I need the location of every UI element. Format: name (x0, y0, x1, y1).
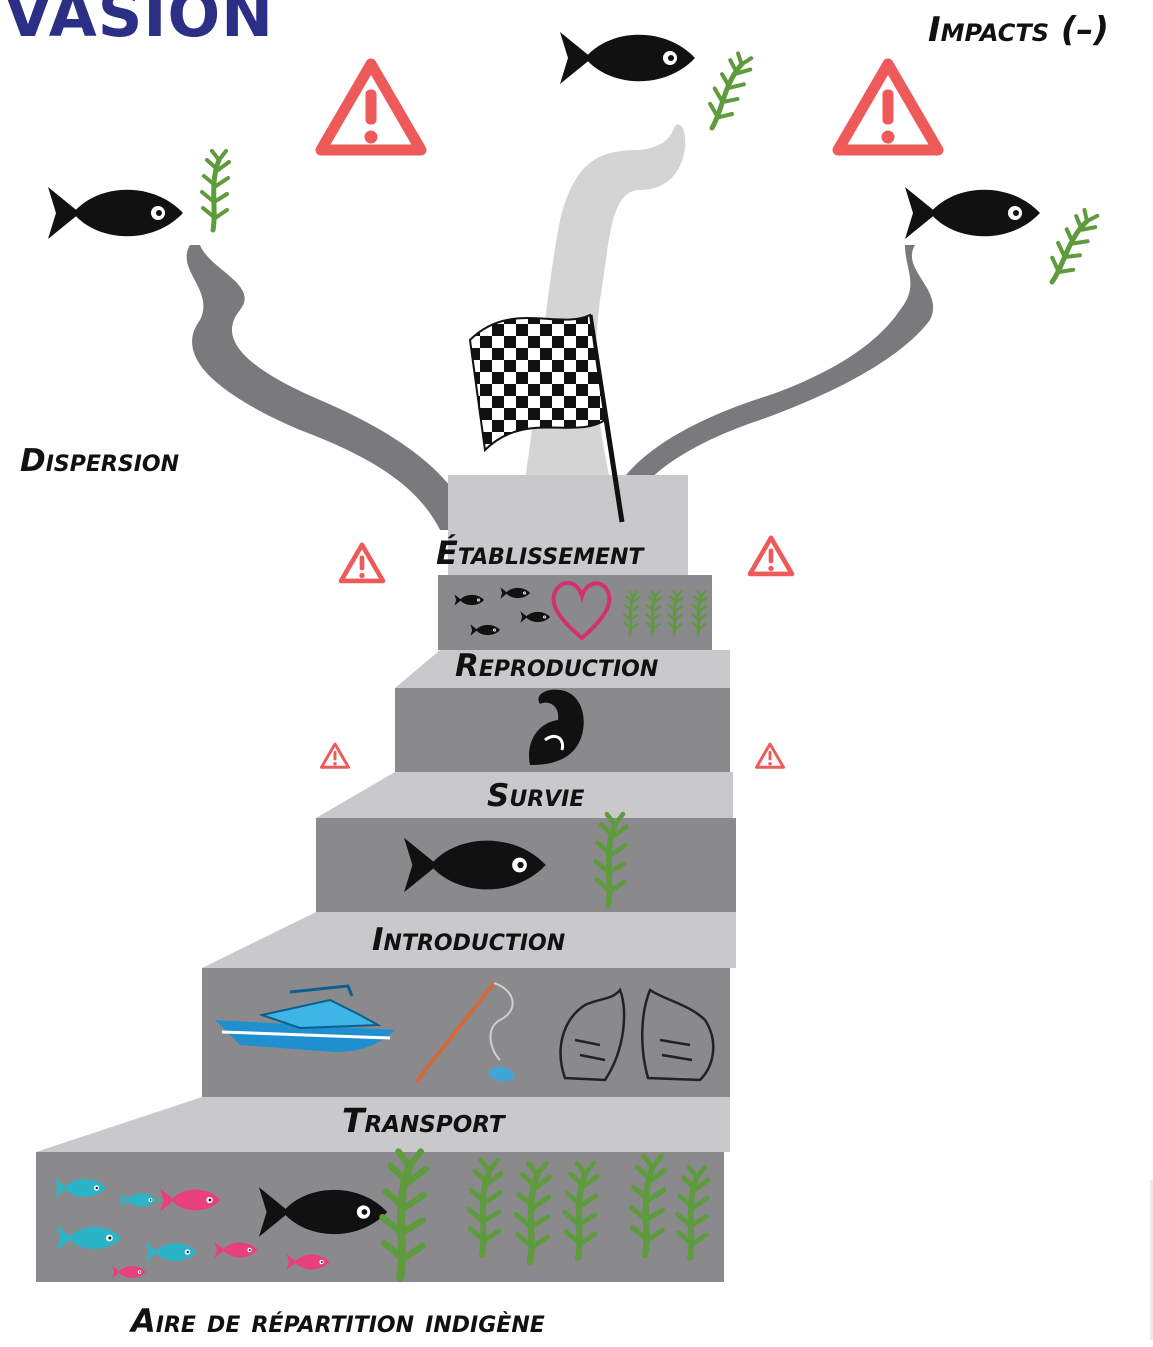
plant-icon (1042, 206, 1100, 289)
label-transport: Transport (342, 1101, 505, 1140)
tread-introduction (202, 912, 736, 968)
warning-icon (750, 538, 792, 574)
fish-icon (905, 187, 1040, 239)
warning-icon (321, 64, 421, 150)
heart-icon (551, 580, 612, 641)
plant-icon (202, 151, 229, 230)
warning-icon (755, 742, 785, 769)
right-branch (610, 245, 934, 500)
hands-icon (559, 987, 715, 1082)
left-branch (186, 245, 475, 530)
step-top-face (448, 475, 688, 575)
fish-icon (560, 32, 695, 84)
warning-icon (838, 64, 938, 150)
label-impacts: Impacts (–) (928, 10, 1109, 50)
page-title: VASION (4, 0, 275, 51)
flexed-arm-icon (529, 689, 584, 765)
label-aire-indigene: Aire de répartition indigène (131, 1302, 545, 1340)
tread-transport (36, 1097, 730, 1152)
boat-icon (215, 984, 395, 1052)
fish-icon (48, 187, 183, 239)
label-dispersion: Dispersion (20, 443, 179, 479)
stairs (36, 475, 736, 1282)
label-survie: Survie (487, 778, 585, 814)
plant-icon (702, 50, 754, 133)
label-etablissement: Établissement (436, 534, 644, 572)
checkered-flag-icon (468, 313, 625, 523)
tread-reproduction (395, 650, 730, 688)
tread-survie (316, 772, 733, 818)
warning-icon (341, 545, 383, 581)
label-introduction: Introduction (372, 922, 566, 958)
label-reproduction: Reproduction (455, 648, 659, 684)
fishing-rod-icon (414, 981, 515, 1084)
warning-icon (320, 742, 350, 769)
edge-divider (1150, 1180, 1153, 1340)
